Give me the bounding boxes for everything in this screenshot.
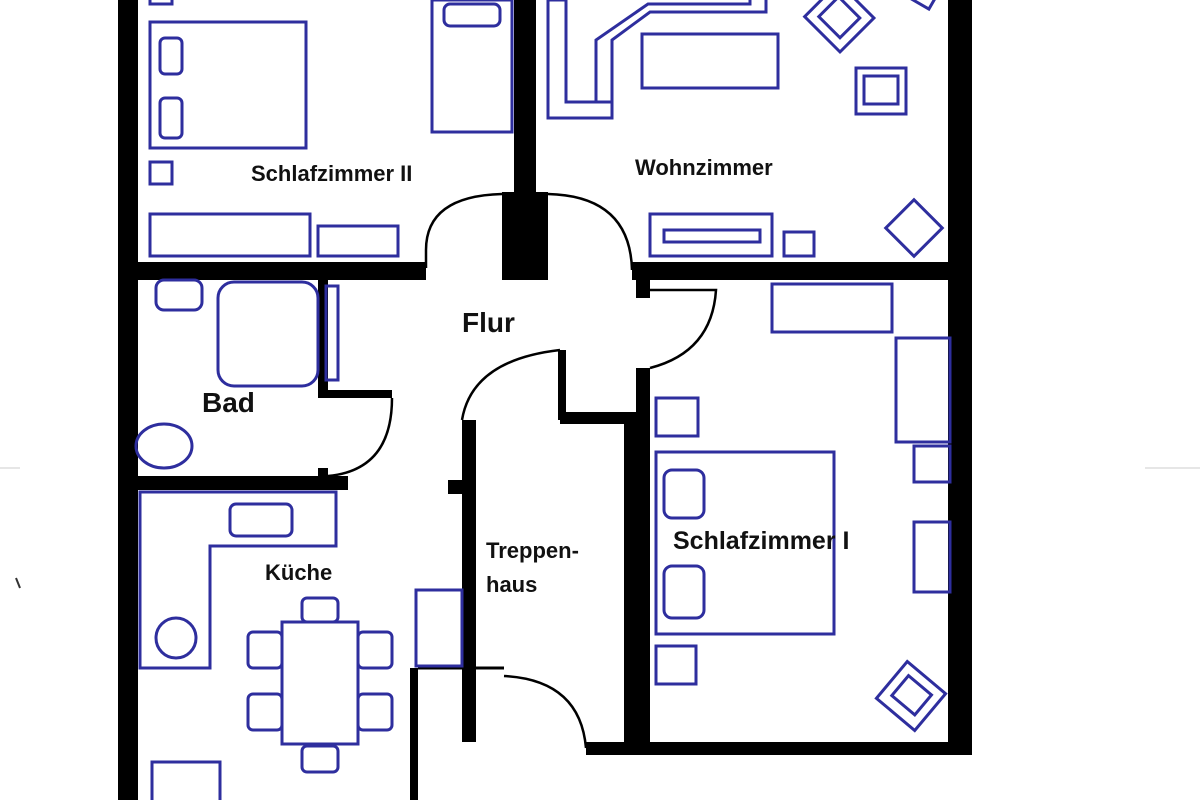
chair-diamond — [874, 659, 948, 733]
armchair-corner — [906, 0, 938, 12]
wall-bath-right — [318, 280, 328, 396]
label-treppenhaus-2: haus — [486, 572, 537, 597]
bedroom2-furniture — [148, 0, 514, 258]
bedroom1-furniture — [654, 282, 952, 733]
kitchen-furniture — [138, 490, 464, 800]
pillow — [158, 96, 184, 140]
side-chair — [854, 66, 908, 116]
wall-kitchen-right — [410, 668, 418, 800]
wall-stair-post — [558, 350, 566, 420]
chair — [300, 744, 340, 774]
wall-stair-stub — [448, 480, 464, 494]
furniture — [134, 0, 952, 800]
fridge — [414, 588, 464, 668]
wardrobe — [894, 336, 952, 444]
door-stair-top — [460, 348, 561, 421]
shower — [216, 280, 320, 388]
tv — [662, 228, 762, 244]
door-bedroom1 — [649, 288, 718, 370]
door-bath — [327, 397, 394, 478]
wall-stair-left — [462, 420, 476, 742]
livingroom-furniture — [546, 0, 945, 259]
chair-diamond-inner — [889, 673, 934, 717]
tv-cabinet — [648, 212, 774, 258]
chair — [246, 630, 284, 670]
label-treppenhaus-1: Treppen- — [486, 538, 579, 563]
shelf — [912, 520, 952, 594]
door-livingroom — [547, 192, 634, 271]
wall-bedroom1-top-left — [636, 278, 650, 298]
label-wohnzimmer: Wohnzimmer — [635, 155, 773, 180]
bed — [148, 20, 308, 150]
wardrobe-detail — [442, 2, 502, 28]
dining-table — [280, 620, 360, 746]
bathroom-furniture — [134, 278, 320, 470]
coffee-table — [640, 32, 780, 90]
kitchen-sink — [154, 616, 198, 660]
stove — [228, 502, 294, 538]
doors — [327, 192, 880, 750]
scan-artifacts — [0, 467, 1200, 589]
sofa-back — [594, 0, 752, 102]
cabinet — [150, 760, 222, 800]
wall-divider-top-left — [502, 192, 514, 280]
wardrobe — [430, 0, 514, 134]
pillow — [158, 36, 184, 76]
wall-bath-right-low — [318, 390, 392, 398]
label-kueche: Küche — [265, 560, 332, 585]
label-schlafzimmer-1: Schlafzimmer I — [673, 527, 849, 555]
wall-stair-right — [624, 420, 638, 750]
chair — [246, 692, 284, 732]
chair — [356, 630, 394, 670]
sofa-arm — [610, 0, 768, 102]
walls — [118, 0, 972, 800]
wall-divider-top — [514, 0, 536, 280]
chair — [356, 692, 394, 732]
furniture-top-item — [148, 0, 174, 6]
plant — [883, 197, 945, 259]
room-labels: Schlafzimmer II Wohnzimmer Flur Bad Schl… — [202, 155, 849, 597]
wall-outer-left — [118, 0, 138, 800]
kitchen-counter — [138, 490, 338, 670]
wall-outer-right — [948, 0, 972, 755]
nightstand — [654, 396, 700, 438]
armchair-inner — [816, 0, 862, 40]
sofa-corner — [546, 0, 614, 120]
bed — [654, 450, 836, 636]
label-bad: Bad — [202, 387, 255, 418]
label-flur: Flur — [462, 307, 515, 338]
shelf — [912, 444, 952, 484]
nightstand — [148, 160, 174, 186]
wall-bath-stub — [318, 468, 328, 490]
shelf — [316, 224, 400, 258]
side-chair-inner — [862, 74, 900, 106]
armchair — [802, 0, 877, 55]
wall-bedroom2-bottom — [118, 262, 426, 280]
label-schlafzimmer-2: Schlafzimmer II — [251, 161, 412, 186]
pillow — [662, 564, 706, 620]
nightstand — [654, 644, 698, 686]
wall-livingroom-bottom — [632, 262, 972, 280]
wall-bath-bottom — [118, 476, 348, 490]
speaker — [782, 230, 816, 258]
pillow — [662, 468, 706, 520]
door-stair-bottom — [503, 674, 588, 749]
wall-stair-top — [560, 412, 638, 424]
toilet — [134, 422, 194, 470]
door-bedroom2 — [424, 192, 503, 268]
wall-divider-top-right — [536, 192, 548, 280]
wall-bedroom1-left — [636, 368, 650, 754]
desk — [148, 212, 312, 258]
sink — [154, 278, 204, 312]
hall-wardrobe — [324, 284, 340, 382]
chair — [300, 596, 340, 624]
dresser — [770, 282, 894, 334]
